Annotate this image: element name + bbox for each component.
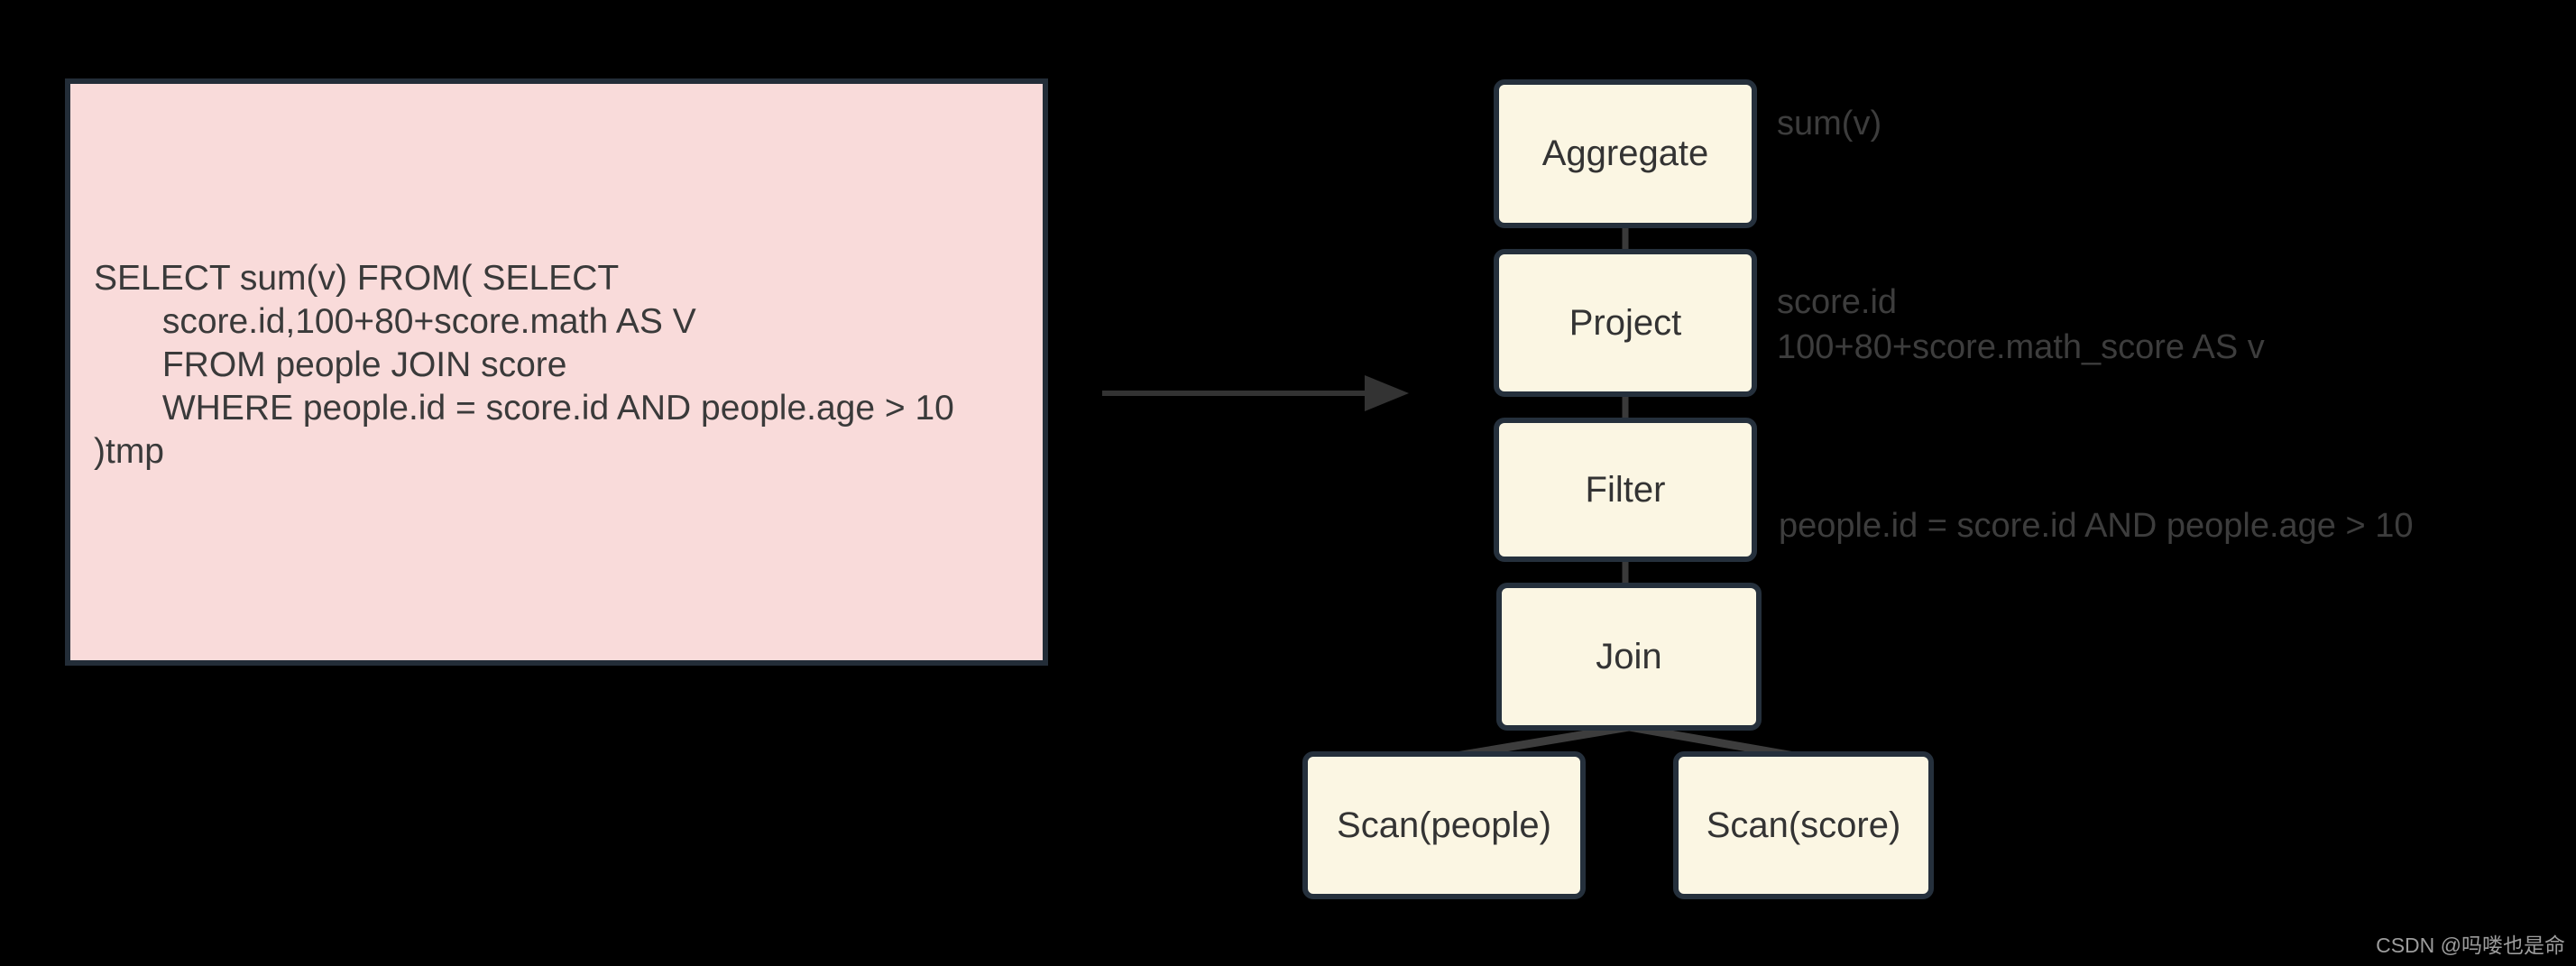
plan-node-aggregate: Aggregate xyxy=(1494,79,1757,228)
transform-arrow-head-icon xyxy=(1365,375,1409,411)
plan-node-join: Join xyxy=(1496,583,1762,731)
sql-query-text: SELECT sum(v) FROM( SELECT score.id,100+… xyxy=(94,259,954,471)
plan-node-scan-people-label: Scan(people) xyxy=(1337,805,1551,845)
plan-node-scan-score: Scan(score) xyxy=(1673,751,1934,899)
plan-node-project: Project xyxy=(1494,249,1757,397)
annotation-filter: people.id = score.id AND people.age > 10 xyxy=(1779,507,2414,545)
annotation-project: score.id 100+80+score.math_score AS v xyxy=(1777,283,2265,366)
plan-node-scan-score-label: Scan(score) xyxy=(1706,805,1901,845)
annotation-aggregate: sum(v) xyxy=(1777,105,1882,143)
plan-node-scan-people: Scan(people) xyxy=(1302,751,1586,899)
plan-node-project-label: Project xyxy=(1569,302,1682,343)
plan-node-filter: Filter xyxy=(1494,418,1757,562)
watermark: CSDN @吗喽也是命 xyxy=(2376,934,2565,957)
plan-node-aggregate-label: Aggregate xyxy=(1541,133,1709,173)
plan-node-join-label: Join xyxy=(1596,636,1662,676)
plan-node-filter-label: Filter xyxy=(1585,469,1666,510)
sql-panel: SELECT sum(v) FROM( SELECT score.id,100+… xyxy=(65,78,1048,666)
